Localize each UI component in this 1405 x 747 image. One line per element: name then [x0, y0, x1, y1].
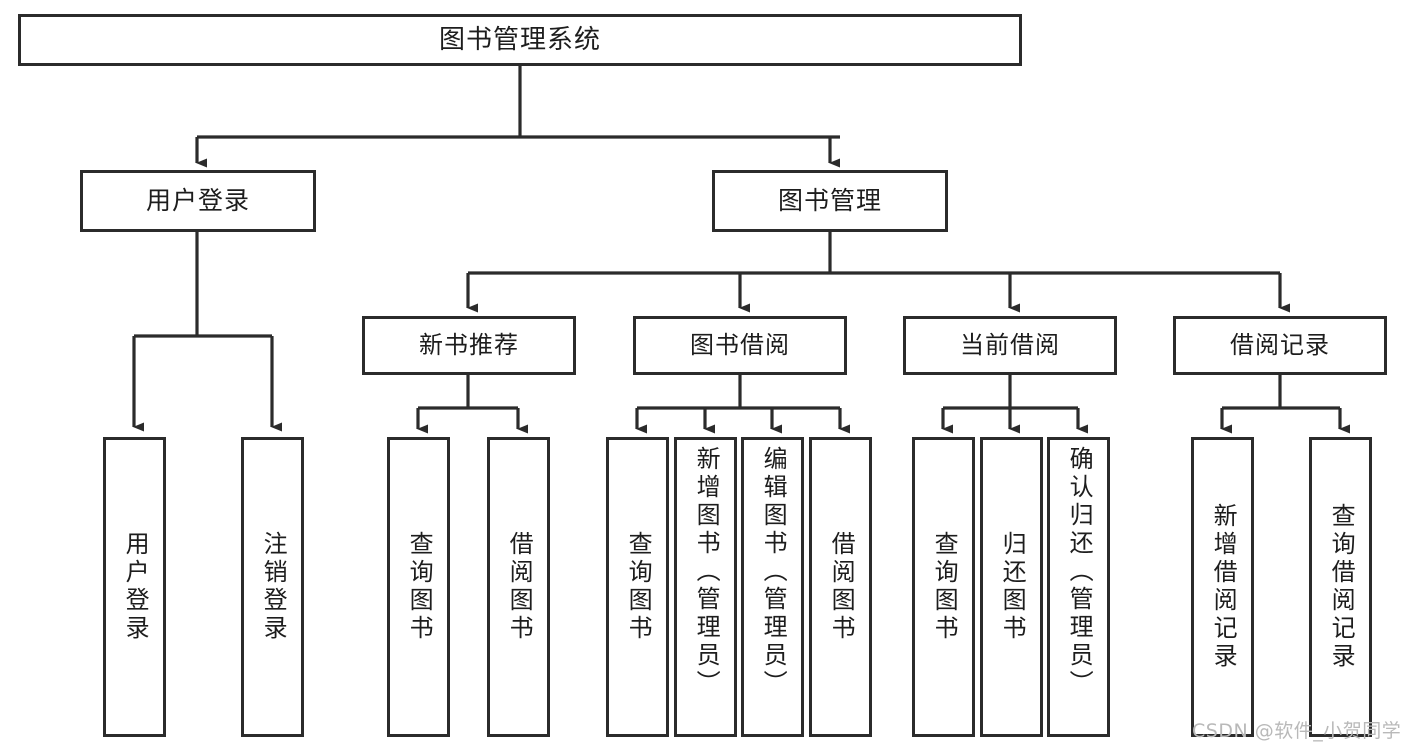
node-label: 新书推荐	[419, 331, 519, 360]
node-label: 新增图书（管理员）	[692, 446, 721, 698]
node-root-system[interactable]: 图书管理系统	[18, 14, 1022, 66]
node-label: 借阅记录	[1230, 331, 1330, 360]
node-label: 当前借阅	[960, 331, 1060, 360]
leaf-query-book-3[interactable]: 查询图书	[912, 437, 975, 737]
leaf-return-book[interactable]: 归还图书	[980, 437, 1043, 737]
node-label: 编辑图书（管理员）	[759, 446, 788, 698]
node-label: 借阅图书	[505, 531, 534, 643]
leaf-user-login[interactable]: 用户登录	[103, 437, 166, 737]
node-label: 确认归还（管理员）	[1065, 446, 1094, 698]
node-label: 查询图书	[405, 531, 434, 643]
node-user-login[interactable]: 用户登录	[80, 170, 316, 232]
node-book-borrow[interactable]: 图书借阅	[633, 316, 847, 375]
leaf-add-borrow-record[interactable]: 新增借阅记录	[1191, 437, 1254, 737]
node-label: 查询图书	[930, 531, 959, 643]
leaf-query-book-1[interactable]: 查询图书	[387, 437, 450, 737]
node-current-borrow[interactable]: 当前借阅	[903, 316, 1117, 375]
leaf-borrow-book-2[interactable]: 借阅图书	[809, 437, 872, 737]
node-label: 新增借阅记录	[1209, 503, 1238, 671]
node-label: 查询借阅记录	[1327, 503, 1356, 671]
leaf-edit-book-admin[interactable]: 编辑图书（管理员）	[741, 437, 804, 737]
node-label: 用户登录	[145, 186, 250, 216]
node-label: 用户登录	[121, 531, 150, 643]
leaf-query-book-2[interactable]: 查询图书	[606, 437, 669, 737]
node-label: 图书管理	[777, 186, 882, 216]
node-label: 归还图书	[998, 531, 1027, 643]
node-label: 图书管理系统	[438, 24, 601, 55]
leaf-confirm-return-admin[interactable]: 确认归还（管理员）	[1047, 437, 1110, 737]
node-book-management[interactable]: 图书管理	[712, 170, 948, 232]
node-borrow-record[interactable]: 借阅记录	[1173, 316, 1387, 375]
node-label: 图书借阅	[690, 331, 790, 360]
node-label: 注销登录	[259, 531, 288, 643]
leaf-query-borrow-record[interactable]: 查询借阅记录	[1309, 437, 1372, 737]
node-new-book-recommend[interactable]: 新书推荐	[362, 316, 576, 375]
node-label: 查询图书	[624, 531, 653, 643]
leaf-borrow-book-1[interactable]: 借阅图书	[487, 437, 550, 737]
leaf-user-logout[interactable]: 注销登录	[241, 437, 304, 737]
node-label: 借阅图书	[827, 531, 856, 643]
leaf-add-book-admin[interactable]: 新增图书（管理员）	[674, 437, 737, 737]
